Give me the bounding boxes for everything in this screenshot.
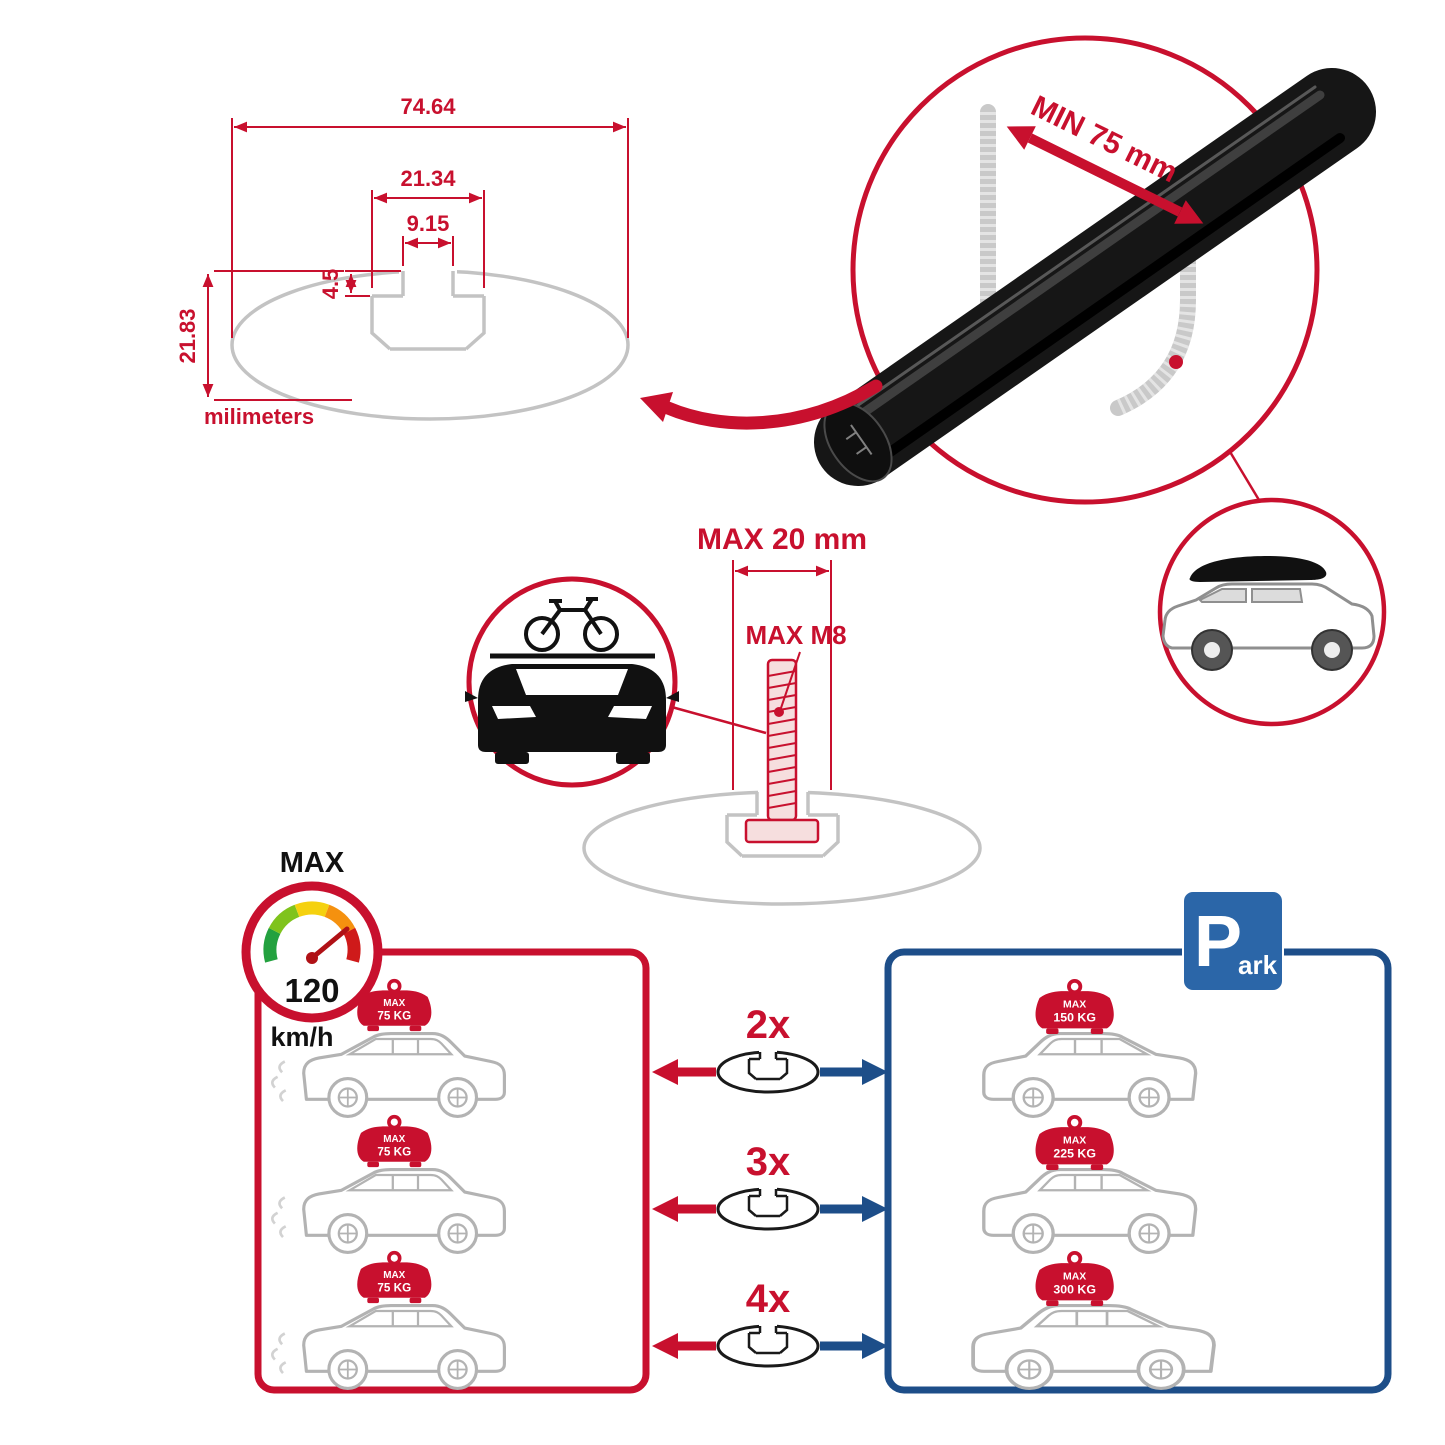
bar-section-icon (716, 1046, 820, 1094)
speed-unit: km/h (270, 1022, 333, 1052)
multiplier-label: 3x (746, 1140, 791, 1184)
car-front-icon (465, 653, 679, 764)
dim-ext-total-height (214, 270, 352, 401)
bag-weight: 75 KG (377, 1281, 411, 1294)
max-length-label: MAX 20 mm (697, 523, 867, 556)
park-letter: P (1194, 902, 1242, 982)
bolt-threads (767, 670, 797, 809)
t-slot-profile (370, 271, 486, 351)
section-t-slot (725, 792, 840, 858)
bag-title: MAX (383, 1134, 405, 1145)
roof-load-badge: MAX 75 KG (355, 1250, 434, 1305)
bag-title: MAX (1063, 1135, 1086, 1146)
gauge-needle (309, 926, 350, 961)
suv-rear-window (1251, 588, 1304, 603)
parking-rows: MAX 150 KG MAX 225 KG MAX 300 KG (971, 978, 1216, 1391)
dim-ext-lip (345, 270, 401, 297)
max-thread-label: MAX M8 (745, 620, 846, 650)
blue-arrow-head (862, 1196, 888, 1222)
dim-slot-outer-label: 21.34 (400, 166, 456, 191)
red-arrow-head (652, 1333, 678, 1359)
dim-ext-slot-opening (402, 236, 454, 266)
roof-load-badge: MAX 300 KG (1033, 1250, 1116, 1308)
multiplier-label: 4x (746, 1277, 791, 1321)
car-bike-circle (465, 576, 679, 788)
multiplier-column: 2x 3x 4x (652, 1003, 888, 1368)
crossbar-detail-circle: MIN 75 mm (814, 35, 1376, 505)
roof-load-badge: MAX 150 KG (1033, 978, 1116, 1036)
unit-label: milimeters (204, 404, 314, 429)
detail-to-diagram-arrow (640, 379, 883, 430)
bag-title: MAX (1063, 1271, 1086, 1282)
park-sign-plate (1182, 890, 1284, 992)
bolt-head (744, 818, 820, 844)
bag-weight: 225 KG (1053, 1147, 1096, 1161)
bag-weight: 75 KG (377, 1009, 411, 1022)
bar-profile-outline (230, 269, 630, 421)
roof-load-badge: MAX 75 KG (355, 978, 434, 1033)
m8-leader (780, 651, 801, 709)
park-rest: ark (1238, 950, 1278, 980)
roof-load-badge: MAX 75 KG (355, 1114, 434, 1169)
gauge-arc (263, 901, 361, 963)
suv-front-hub (1204, 642, 1220, 658)
bike-icon (524, 597, 619, 652)
dim-ext-bolt (732, 560, 832, 790)
bag-weight: 300 KG (1053, 1283, 1096, 1297)
dim-ext-total-width (231, 118, 629, 338)
dim-total-width-label: 74.64 (400, 94, 456, 119)
blue-arrow-head (862, 1333, 888, 1359)
bar-section-icon (716, 1320, 820, 1368)
right-headlight (608, 706, 652, 719)
dim-slot-opening-label: 9.15 (407, 211, 450, 236)
m8-leader-dot (774, 707, 784, 717)
roof-box (1189, 556, 1327, 582)
bag-title: MAX (383, 998, 405, 1009)
bolt-diagram: MAX 20 mm MAX M8 (582, 523, 982, 906)
speed-limit-gauge: MAX 120 km/h (241, 847, 383, 1052)
right-wheel (616, 752, 650, 764)
park-sign: P ark (1182, 890, 1284, 992)
red-arrow-head (652, 1196, 678, 1222)
suv-roofbox-circle (1157, 497, 1387, 727)
crossbar-end-face (823, 401, 893, 483)
dim-total-height-label: 21.83 (175, 308, 200, 363)
suv-with-roofbox (1161, 556, 1376, 671)
bag-weight: 150 KG (1053, 1011, 1096, 1025)
windshield (516, 669, 628, 695)
speed-value: 120 (284, 972, 339, 1009)
bar-section-icon (716, 1183, 820, 1231)
roof-load-badge: MAX 225 KG (1033, 1114, 1116, 1172)
driving-rows: MAX 75 KG MAX 75 KG MAX 75 KG (270, 978, 506, 1390)
bag-weight: 75 KG (377, 1145, 411, 1158)
slot-opening-gap (399, 266, 457, 276)
red-arrow-head (652, 1059, 678, 1085)
blue-arrow-head (862, 1059, 888, 1085)
left-headlight (492, 706, 536, 719)
bag-title: MAX (383, 1270, 405, 1281)
bag-title: MAX (1063, 999, 1086, 1010)
suv-rear-hub (1324, 642, 1340, 658)
left-wheel (495, 752, 529, 764)
crossbar-3d (814, 68, 1376, 486)
leader-circle-to-bolt (667, 704, 767, 735)
gauge-needle-hub (306, 952, 318, 964)
cross-section-diagram: 74.64 21.34 9.15 4.5 21.83 milimeters (175, 94, 630, 429)
suv-front-window (1198, 588, 1247, 603)
clamp-point-dot (1169, 355, 1183, 369)
multiplier-label: 2x (746, 1003, 791, 1047)
speed-title: MAX (280, 847, 345, 879)
dim-lip-label: 4.5 (318, 269, 343, 300)
t-bolt (744, 658, 820, 844)
